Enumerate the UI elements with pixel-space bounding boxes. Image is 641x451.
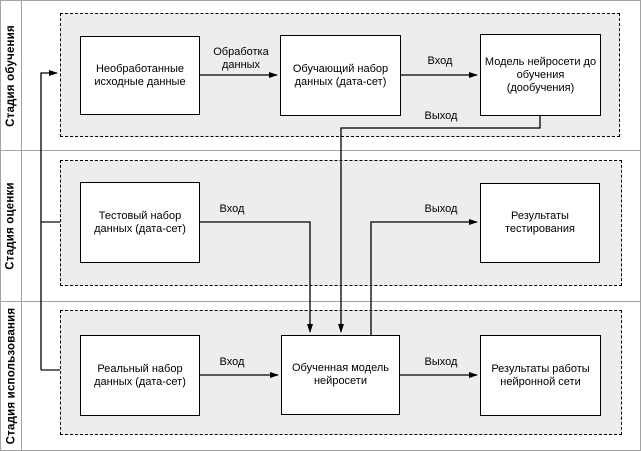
lane-label-training-stage: Стадия обучения: [1, 1, 21, 150]
box-test-set: Тестовый набор данных (дата-сет): [80, 182, 200, 263]
edge-label-input-training: Вход: [427, 55, 453, 67]
lane-divider-2: [0, 301, 641, 302]
box-training-set: Обучающий набор данных (дата-сет): [280, 35, 401, 116]
box-real-set: Реальный набор данных (дата-сет): [80, 335, 200, 416]
lane-label-text: Стадия обучения: [5, 24, 17, 127]
edge-label-output-evaluation: Выход: [424, 203, 458, 215]
lane-label-text: Стадия оценки: [5, 182, 17, 270]
box-test-results: Результаты тестирования: [480, 183, 600, 263]
box-raw-data: Необработанные исходные данные: [80, 36, 200, 115]
lane-label-evaluation-stage: Стадия оценки: [1, 151, 21, 301]
box-untrained-model: Модель нейросети до обучения (дообучения…: [480, 34, 601, 116]
edge-label-output-training: Выход: [424, 110, 458, 122]
edge-label-input-evaluation: Вход: [219, 203, 245, 215]
box-work-results: Результаты работы нейронной сети: [480, 335, 601, 416]
edge-label-data-processing: Обработка данных: [213, 46, 269, 71]
lane-label-usage-stage: Стадия использования: [1, 302, 21, 449]
edge-label-input-usage: Вход: [219, 356, 245, 368]
edge-feedback-to-training-stage: [40, 70, 58, 370]
lane-divider-1: [0, 150, 641, 151]
box-trained-model: Обученная модель нейросети: [281, 335, 400, 415]
lane-label-text: Стадия использования: [5, 307, 18, 444]
lane-label-column-divider: [21, 0, 22, 451]
edge-label-output-usage: Выход: [424, 356, 458, 368]
